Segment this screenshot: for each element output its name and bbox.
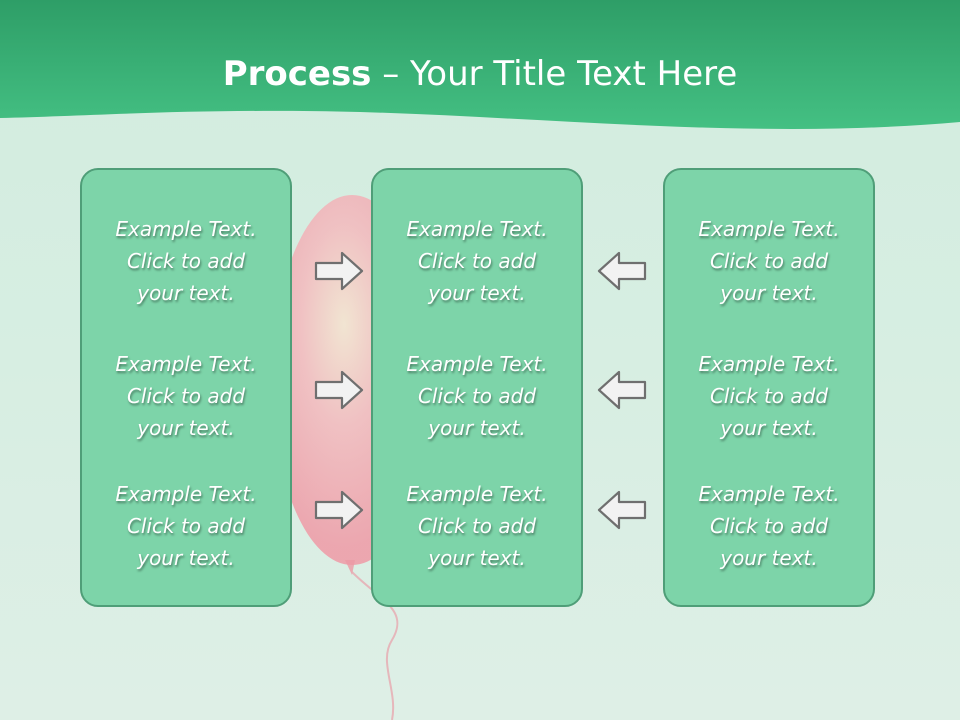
arrow-right-icon <box>314 370 364 410</box>
text-block[interactable]: Example Text. Click to add your text. <box>406 217 548 305</box>
text-block[interactable]: Example Text. Click to add your text. <box>406 352 548 440</box>
arrow-right-icon <box>314 490 364 530</box>
arrow-right-icon <box>314 251 364 291</box>
text-block[interactable]: Example Text. Click to add your text. <box>698 352 840 440</box>
text-block[interactable]: Example Text. Click to add your text. <box>698 217 840 305</box>
text-block[interactable]: Example Text. Click to add your text. <box>115 217 257 305</box>
text-block[interactable]: Example Text. Click to add your text. <box>115 352 257 440</box>
text-block[interactable]: Example Text. Click to add your text. <box>115 482 257 570</box>
slide-title[interactable]: Process – Your Title Text Here <box>0 52 960 96</box>
arrow-left-icon <box>597 251 647 291</box>
text-block[interactable]: Example Text. Click to add your text. <box>698 482 840 570</box>
arrow-left-icon <box>597 370 647 410</box>
text-panel-right[interactable]: Example Text. Click to add your text. Ex… <box>663 168 875 607</box>
arrow-left-icon <box>597 490 647 530</box>
text-panel-left[interactable]: Example Text. Click to add your text. Ex… <box>80 168 292 607</box>
text-block[interactable]: Example Text. Click to add your text. <box>406 482 548 570</box>
header-banner <box>0 0 960 129</box>
text-panel-center[interactable]: Example Text. Click to add your text. Ex… <box>371 168 583 607</box>
title-bold: Process <box>222 54 372 94</box>
title-rest: – Your Title Text Here <box>371 54 738 94</box>
